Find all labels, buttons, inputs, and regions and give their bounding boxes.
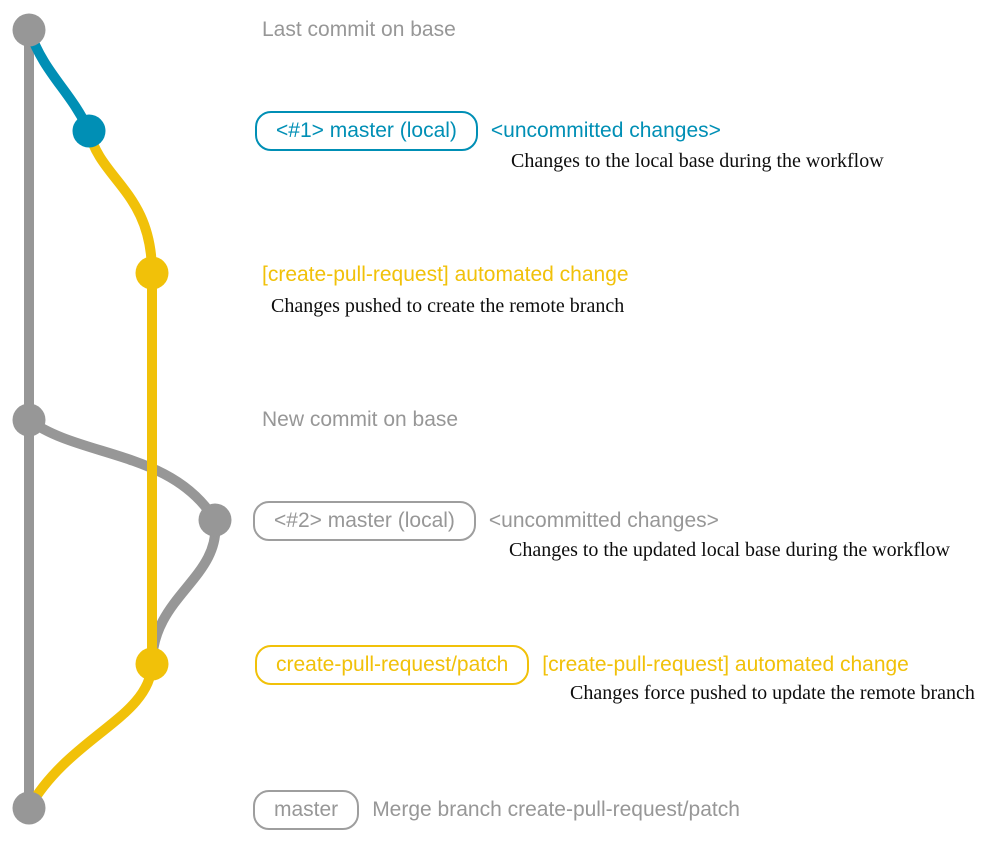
branch-badge-master-local-2: <#2> master (local) [253, 501, 476, 541]
commit-message-last-base: Last commit on base [262, 18, 456, 41]
base-to-local1-curve [24, 28, 94, 134]
branch-badge-master: master [253, 790, 360, 830]
commit-note-automated-2: Changes force pushed to update the remot… [570, 682, 975, 704]
commit-note-automated-1: Changes pushed to create the remote bran… [271, 295, 625, 317]
commit-message-uncommitted-2: <uncommitted changes> [488, 509, 719, 532]
commit-message-automated-2: [create-pull-request] automated change [542, 653, 909, 676]
local2-to-patch-curve [147, 519, 221, 665]
commit-dot-merge [12, 791, 46, 825]
commit-dot-new-base [12, 403, 46, 437]
branch-badge-patch: create-pull-request/patch [255, 645, 530, 685]
base-to-local2-curve [26, 415, 220, 523]
commit-dot-last-base [12, 13, 46, 47]
commit-dot-local1 [72, 114, 106, 148]
commit-dot-local2 [198, 503, 232, 537]
branch-badge-master-local-1: <#1> master (local) [255, 111, 478, 151]
patch-to-merge-curve [24, 663, 157, 811]
commit-note-uncommitted-1: Changes to the local base during the wor… [511, 150, 884, 172]
commit-dot-patch2 [135, 647, 169, 681]
commit-message-merge: Merge branch create-pull-request/patch [372, 798, 740, 821]
local1-to-patch-curve [84, 129, 157, 274]
commit-message-uncommitted-1: <uncommitted changes> [490, 119, 721, 142]
commit-message-automated-1: [create-pull-request] automated change [262, 263, 629, 286]
commit-message-new-base: New commit on base [262, 408, 459, 431]
commit-dot-patch1 [135, 256, 169, 290]
commit-note-uncommitted-2: Changes to the updated local base during… [509, 539, 950, 561]
